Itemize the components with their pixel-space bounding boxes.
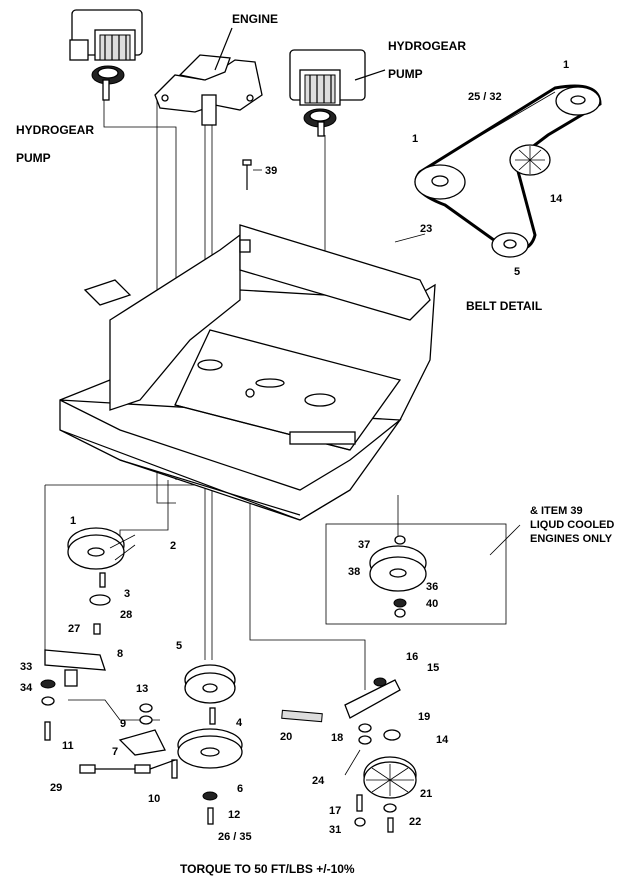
left-hydrogear-pump	[69, 9, 143, 101]
callout: 15	[427, 662, 439, 674]
engine-mount	[154, 27, 263, 126]
callout: 14	[436, 734, 449, 746]
callout: 1	[70, 515, 76, 527]
item39-line3: ENGINES ONLY	[530, 533, 613, 545]
callout: 12	[228, 809, 240, 821]
callout: 5	[176, 640, 182, 652]
callout: 31	[329, 824, 341, 836]
callout: 40	[426, 598, 438, 610]
callout: 5	[514, 266, 520, 278]
callout: 14	[550, 193, 563, 205]
callout: 36	[426, 581, 438, 593]
callout: 21	[420, 788, 432, 800]
callout: 16	[406, 651, 418, 663]
bolt-39	[242, 159, 262, 190]
callout: 9	[120, 718, 126, 730]
callout: 24	[312, 775, 325, 787]
hydrogear-right-label: HYDROGEAR	[388, 39, 466, 53]
belt-detail-label: BELT DETAIL	[466, 299, 542, 313]
left-pulley-group	[40, 527, 136, 741]
callout: 25 / 32	[468, 91, 502, 103]
callout: 28	[120, 609, 132, 621]
callout: 17	[329, 805, 341, 817]
callout: 2	[170, 540, 176, 552]
callout: 33	[20, 661, 32, 673]
callout: 4	[236, 717, 243, 729]
callout: 19	[418, 711, 430, 723]
callout: 18	[331, 732, 343, 744]
callout: 8	[117, 648, 123, 660]
callout: 1	[412, 133, 418, 145]
center-pulley-group	[79, 664, 323, 825]
callout: 27	[68, 623, 80, 635]
callout: 38	[348, 566, 360, 578]
callout: 39	[265, 165, 277, 177]
liquid-cooled-box	[325, 523, 507, 625]
item39-line2: LIQUD COOLED	[530, 519, 614, 531]
callout: 1	[563, 59, 569, 71]
callout: 6	[237, 783, 243, 795]
callout: 29	[50, 782, 62, 794]
callout: 20	[280, 731, 292, 743]
callout: 3	[124, 588, 130, 600]
right-idler-group	[344, 677, 417, 833]
callout: 34	[20, 682, 33, 694]
engine-label: ENGINE	[232, 12, 278, 26]
pump-left-label: PUMP	[16, 151, 51, 165]
torque-note: TORQUE TO 50 FT/LBS +/-10%	[180, 862, 355, 876]
callout: 26 / 35	[218, 831, 252, 843]
hydrogear-left-label: HYDROGEAR	[16, 123, 94, 137]
text-labels: ENGINE HYDROGEAR PUMP HYDROGEAR PUMP BEL…	[16, 12, 614, 876]
belt-detail	[414, 84, 602, 258]
callout-numbers: 1 25 / 32 1 14 5 39 23 1 2 3 28 27 33 8 …	[20, 59, 569, 843]
callout: 23	[420, 223, 432, 235]
mower-frame	[59, 224, 436, 521]
callout: 7	[112, 746, 118, 758]
callout: 13	[136, 683, 148, 695]
pump-right-label: PUMP	[388, 67, 423, 81]
right-hydrogear-pump	[289, 49, 386, 137]
callout: 10	[148, 793, 160, 805]
callout: 22	[409, 816, 421, 828]
callout: 37	[358, 539, 370, 551]
item39-line1: & ITEM 39	[530, 505, 583, 517]
callout: 11	[62, 740, 74, 752]
